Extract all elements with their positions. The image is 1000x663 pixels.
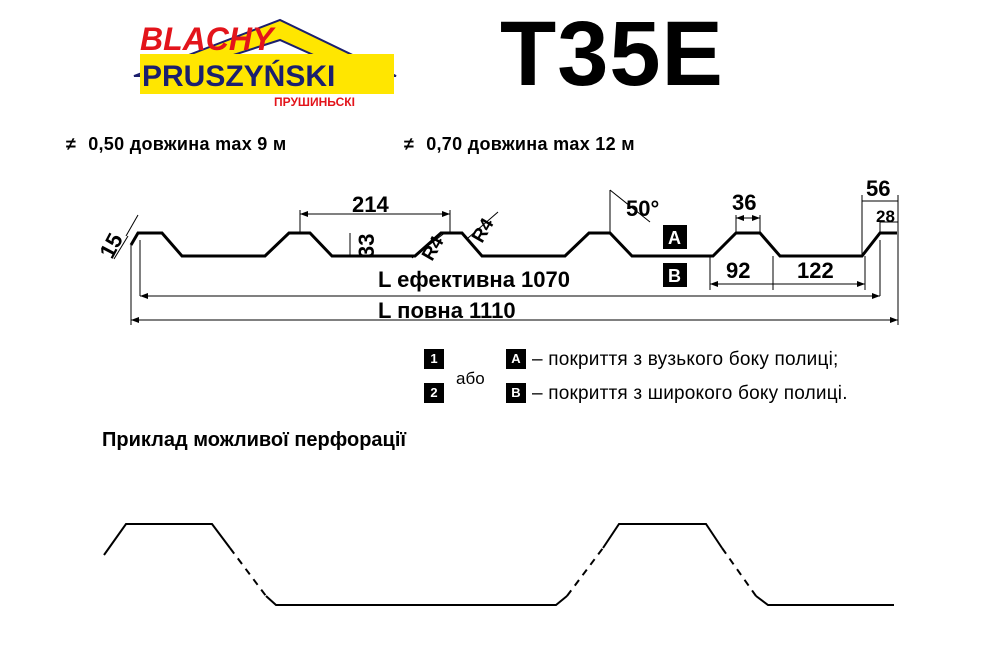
dim-edge-width-label: 56 — [866, 176, 890, 201]
profile-diagram: 15 214 33 R4 R4 50° 36 92 122 56 28 L еф… — [94, 176, 899, 325]
dim-angle-label: 50° — [626, 196, 659, 221]
dim-pitch-label: 214 — [352, 192, 389, 217]
dimension-arrows — [131, 211, 898, 323]
dim-depth-label: 33 — [354, 234, 379, 258]
dim-edge-inner-label: 28 — [876, 207, 895, 226]
legend-or-word: або — [456, 369, 485, 388]
dim-flat-width-label: 122 — [797, 258, 834, 283]
effective-length-label: L ефективна 1070 — [378, 267, 570, 292]
perforation-title: Приклад можливої перфорації — [102, 429, 407, 451]
perforation-profile-solid-1 — [103, 523, 231, 556]
legend-line-wide: – покриття з широкого боку полиці. — [532, 383, 848, 404]
side-badge-b-label: B — [668, 266, 681, 286]
perforation-profile-solid-4 — [755, 595, 894, 606]
legend-badge-b: B — [506, 383, 526, 403]
dim-top-width-label: 36 — [732, 190, 756, 215]
logo-band — [140, 54, 394, 94]
perforation-profile-solid-3 — [602, 523, 723, 549]
spec-thin: ≠ 0,50 довжина max 9 м — [66, 134, 287, 155]
profile-outline — [129, 231, 897, 258]
spec-thin-text: 0,50 довжина max 9 м — [88, 134, 287, 154]
perforation-diagram — [103, 523, 894, 606]
logo-line1: BLACHY — [140, 21, 276, 57]
logo-line3: ПРУШИНЬСКІ — [274, 95, 355, 109]
legend-line-narrow: – покриття з вузького боку полиці; — [532, 349, 839, 370]
side-badge-a-label: A — [668, 228, 681, 248]
perforation-dashed-1 — [229, 547, 267, 597]
side-badge-b — [663, 263, 687, 287]
total-length-label: L повна 1110 — [378, 298, 516, 323]
dim-bottom-width-label: 92 — [726, 258, 750, 283]
perforation-profile-solid-2 — [265, 595, 568, 606]
company-logo: BLACHY PRUSZYŃSKI ПРУШИНЬСКІ — [133, 18, 397, 109]
legend-badge-2: 2 — [424, 383, 444, 403]
dim-radius-b-label: R4 — [468, 215, 499, 247]
not-equal-icon: ≠ — [66, 134, 77, 154]
perforation-dashed-2 — [566, 547, 604, 597]
dim-height-label: 15 — [94, 229, 128, 262]
legend-badge-a: A — [506, 349, 526, 369]
product-title: T35E — [500, 3, 724, 105]
logo-line2: PRUSZYŃSKI — [142, 59, 335, 93]
dim-radius-a-label: R4 — [418, 233, 449, 265]
not-equal-icon: ≠ — [404, 134, 415, 154]
legend-badge-1: 1 — [424, 349, 444, 369]
perforation-dashed-3 — [721, 547, 757, 597]
side-badge-a — [663, 225, 687, 249]
spec-thick: ≠ 0,70 довжина max 12 м — [404, 134, 635, 155]
spec-thick-text: 0,70 довжина max 12 м — [426, 134, 635, 154]
